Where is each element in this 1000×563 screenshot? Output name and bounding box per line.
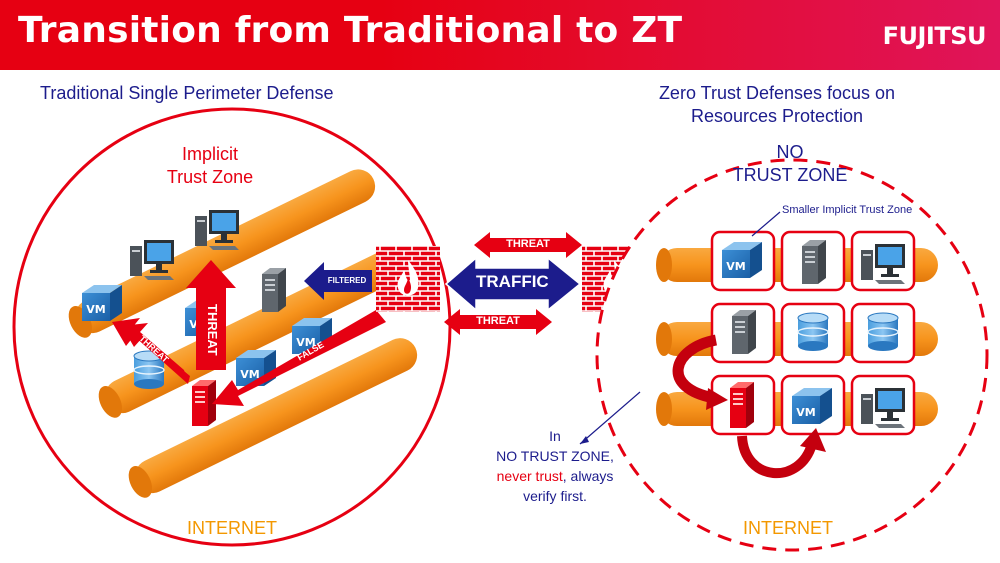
note-never-trust: never trust: [496, 468, 563, 484]
fujitsu-logo: FUJITSU: [882, 22, 987, 50]
database-icon: [867, 312, 899, 352]
callout-line: [751, 211, 781, 237]
compromised-server-icon: [730, 382, 754, 428]
note-always: , always: [562, 468, 614, 484]
traffic-label: TRAFFIC: [476, 272, 549, 291]
header-bar: Transition from Traditional to ZT FUJITS…: [0, 0, 1000, 70]
firewall-icon-left: [376, 246, 440, 312]
database-icon: [797, 312, 829, 352]
traffic-arrow: [444, 256, 582, 312]
note-line-4: verify first.: [523, 488, 587, 504]
vm-icon: [722, 242, 762, 278]
threat-arrow-bottom: [444, 309, 552, 335]
blocked-lateral-arrow-lower: [737, 428, 826, 479]
implicit-zone-label-1: Implicit: [181, 144, 238, 164]
threat-label-vertical: THREAT: [205, 304, 220, 356]
server-icon: [802, 240, 826, 284]
implicit-zone-label-2: Trust Zone: [166, 167, 254, 187]
server-icon: [732, 310, 756, 354]
internet-label-right: INTERNET: [743, 518, 833, 538]
threat-label-bottom: THREAT: [476, 315, 520, 327]
compromised-server-icon: [192, 380, 216, 426]
note-line-1: In: [549, 428, 561, 444]
filtered-label: FILTERED: [327, 276, 367, 285]
note-line-2: NO TRUST ZONE,: [496, 448, 614, 464]
vm-icon: [82, 285, 122, 321]
threat-arrow-up: [186, 260, 236, 370]
note-line-3: never trust, always: [470, 468, 640, 484]
false-arrow: [212, 310, 386, 406]
vm-icon: [792, 388, 832, 424]
threat-label-top: THREAT: [506, 238, 550, 250]
left-heading: Traditional Single Perimeter Defense: [40, 83, 334, 103]
no-trust-zone-label-1: NO: [776, 142, 804, 162]
threat-arrow-diagonal: [112, 318, 190, 384]
no-trust-zone-label-2: TRUST ZONE: [732, 165, 848, 185]
right-heading-2: Resources Protection: [690, 106, 864, 126]
callout-line: [579, 391, 641, 445]
smaller-trust-zone-label: Smaller Implicit Trust Zone: [782, 204, 913, 216]
page-title: Transition from Traditional to ZT: [18, 10, 683, 51]
right-heading-1: Zero Trust Defenses focus on: [658, 83, 896, 103]
blocked-lateral-arrow-upper: [672, 334, 728, 410]
internet-label-left: INTERNET: [187, 518, 277, 538]
filtered-arrow: [304, 262, 372, 300]
threat-arrow-top: [474, 232, 582, 258]
server-icon: [262, 268, 286, 312]
